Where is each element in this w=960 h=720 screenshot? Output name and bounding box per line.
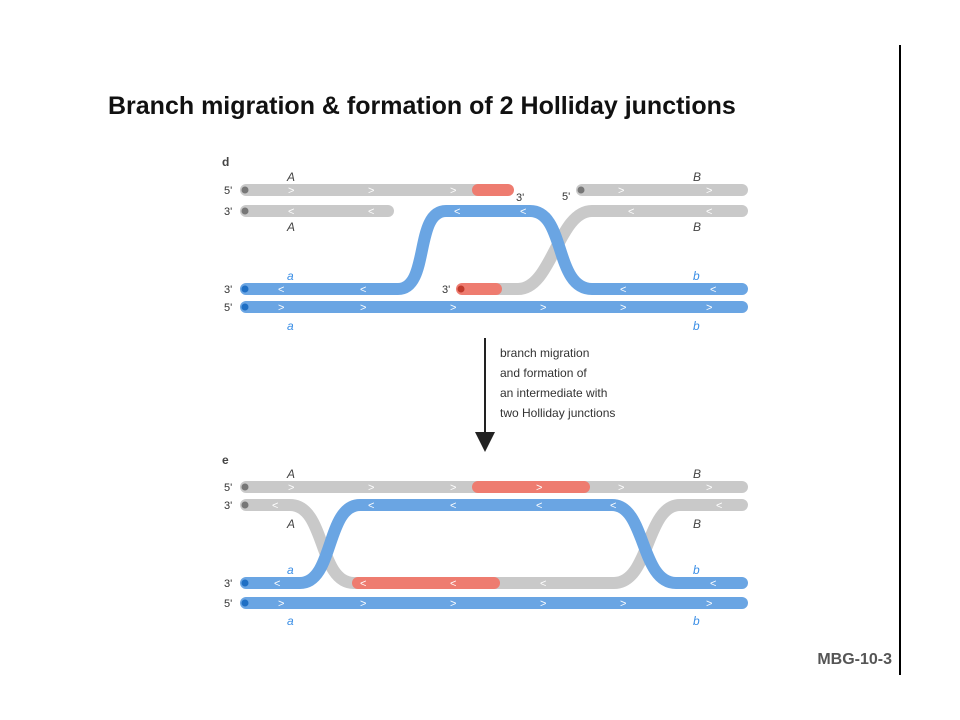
chevron-d: > [540,302,546,314]
chevron-e: > [288,482,294,494]
end-label-d: 3' [442,284,450,296]
chevron-e: < [540,578,546,590]
chevron-e: < [368,500,374,512]
chevron-e: > [450,598,456,610]
allele-label-d: A [286,170,295,184]
panel-e-label: e [222,453,229,467]
slide-code: MBG-10-3 [817,651,892,668]
chevron-d: < [278,284,284,296]
chevron-e: > [618,482,624,494]
step-text-line: two Holliday junctions [500,406,615,420]
tip-d-1 [241,186,249,194]
chevron-d: < [628,206,634,218]
strand-d-blue-invading [240,205,748,295]
allele-label-e: B [693,467,701,481]
chevron-d: < [706,206,712,218]
chevron-e: < [536,500,542,512]
slide-title: Branch migration & formation of 2 Hollid… [108,92,736,120]
chevron-e: > [620,598,626,610]
allele-label-d: B [693,170,701,184]
panel-d-label: d [222,155,229,169]
chevron-e: > [706,482,712,494]
branch-migration-step: branch migration and formation of an int… [475,338,615,452]
chevron-e: < [710,578,716,590]
chevron-e: < [450,578,456,590]
chevron-d: < [368,206,374,218]
tip-d-6 [241,303,249,311]
strand-d-gray-crossing [492,205,748,295]
tip-d-5 [241,285,249,293]
allele-label-e: A [286,517,295,531]
allele-label-e: b [693,563,700,577]
chevron-d: > [450,185,456,197]
chevron-e: < [360,578,366,590]
chevron-d: > [618,185,624,197]
end-label-e: 3' [224,500,232,512]
chevron-e: < [274,578,280,590]
chevron-d: > [288,185,294,197]
chevron-d: > [368,185,374,197]
allele-label-d: b [693,319,700,333]
chevron-e: < [450,500,456,512]
chevron-e: > [540,598,546,610]
end-label-d: 5' [562,191,570,203]
end-label-e: 5' [224,598,232,610]
allele-label-d: a [287,269,294,283]
chevron-d: < [710,284,716,296]
chevron-d: > [360,302,366,314]
chevron-e: < [716,500,722,512]
chevron-d: > [706,302,712,314]
allele-label-e: a [287,563,294,577]
chevron-d: > [620,302,626,314]
step-text-line: branch migration [500,346,589,360]
chevron-e: < [272,500,278,512]
panel-d: d > > > > > < < < < < < < < < [222,155,748,333]
chevron-d: < [360,284,366,296]
chevron-e: > [450,482,456,494]
end-label-d: 3' [224,284,232,296]
step-text-line: and formation of [500,366,587,380]
tip-e-2 [241,501,249,509]
chevron-d: > [706,185,712,197]
chevron-d: > [450,302,456,314]
panel-e: e > > > > > > < < < < < < < < < < < > > [222,453,748,628]
chevron-e: > [360,598,366,610]
allele-label-e: A [286,467,295,481]
chevron-e: > [278,598,284,610]
tip-e-4 [241,599,249,607]
allele-label-e: B [693,517,701,531]
tip-d-3 [577,186,585,194]
allele-label-e: a [287,614,294,628]
end-label-d: 5' [224,185,232,197]
strand-e-blue-crossing [240,499,748,589]
allele-label-d: b [693,269,700,283]
chevron-d: < [520,206,526,218]
chevron-d: < [620,284,626,296]
end-label-d: 3' [224,206,232,218]
chevron-e: > [706,598,712,610]
tip-e-3 [241,579,249,587]
allele-label-d: B [693,220,701,234]
chevron-d: < [288,206,294,218]
end-label-d: 5' [224,302,232,314]
chevron-d: > [278,302,284,314]
tip-d-4 [457,285,465,293]
tip-d-2 [241,207,249,215]
end-label-e: 3' [224,578,232,590]
tip-e-1 [241,483,249,491]
allele-label-e: b [693,614,700,628]
chevron-d: < [454,206,460,218]
chevron-e: > [536,482,542,494]
vertical-rule [899,45,901,675]
allele-label-d: A [286,220,295,234]
chevron-e: < [610,500,616,512]
allele-label-d: a [287,319,294,333]
step-text-line: an intermediate with [500,386,607,400]
end-label-e: 5' [224,482,232,494]
chevron-e: > [368,482,374,494]
end-label-d: 3' [516,192,524,204]
